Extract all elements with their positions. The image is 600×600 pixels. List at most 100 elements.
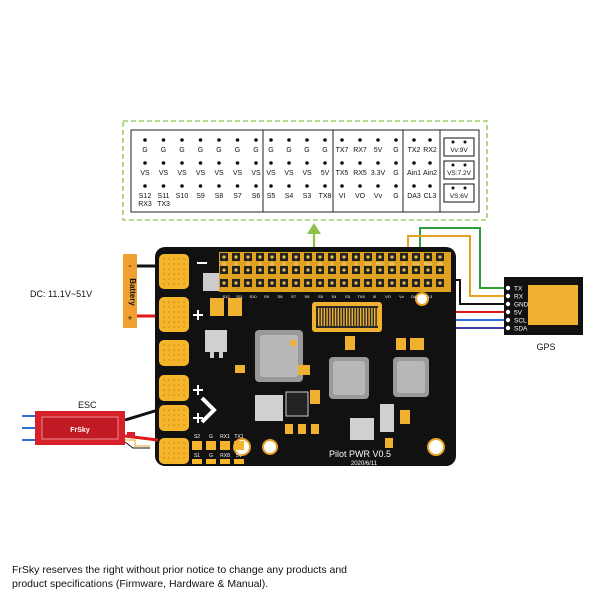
pad-via	[173, 278, 175, 280]
board-date: 2020/6/11	[351, 461, 378, 467]
pad-via	[178, 447, 180, 449]
pin-dot	[340, 161, 344, 165]
silk-arrow	[200, 396, 217, 424]
pin-dot	[287, 138, 291, 142]
regulator-chip	[255, 395, 283, 421]
pad-via	[178, 414, 180, 416]
pad-via	[168, 414, 170, 416]
pin-dot	[161, 161, 166, 165]
pin-dot	[180, 138, 184, 142]
pad-via	[168, 283, 170, 285]
header-pin-hole	[414, 281, 418, 285]
pad-via	[178, 389, 180, 391]
group3-row3-label: VO	[355, 193, 366, 200]
header-pin-hole	[294, 281, 298, 285]
header-label: G	[282, 261, 285, 266]
ribbon-pin	[371, 308, 373, 326]
pin-dot	[161, 184, 166, 188]
power-pad	[159, 438, 189, 464]
ribbon-pin	[360, 308, 362, 326]
group3-row2-label: RX5	[353, 170, 367, 177]
bottom-pad	[206, 441, 216, 450]
pin-dot	[451, 140, 455, 144]
group1-row2-label: VS	[140, 170, 150, 177]
ribbon-pin	[362, 308, 365, 326]
pad-via	[163, 268, 165, 270]
header-pin-hole	[246, 255, 250, 259]
header-pin-hole	[330, 281, 334, 285]
pad-via	[178, 457, 180, 459]
pad-via	[178, 419, 180, 421]
pad-via	[178, 301, 180, 303]
silk-label: Vv	[399, 294, 404, 299]
silk-label: S12	[222, 294, 230, 299]
pad-via	[163, 442, 165, 444]
power-pads	[159, 254, 207, 464]
pad-via	[173, 258, 175, 260]
pin-dot	[358, 138, 362, 142]
header-pin-hole	[318, 255, 322, 259]
group1-row3-label: S7	[233, 193, 242, 200]
group3-row3-label: G	[393, 193, 398, 200]
header-pin-hole	[234, 281, 238, 285]
group2-row1-label: G	[286, 147, 291, 154]
pad-via	[183, 442, 185, 444]
pin-dot	[358, 161, 362, 165]
pin-dot	[287, 161, 291, 165]
group2-row1-label: G	[268, 147, 273, 154]
group2-row3-label: S5	[267, 193, 276, 200]
pad-via	[183, 389, 185, 391]
dc-voltage-label: DC: 11.1V~51V	[30, 289, 92, 299]
pad-via	[183, 424, 185, 426]
group1-row3b-label: TX3	[157, 201, 170, 208]
pad-via	[173, 447, 175, 449]
wire-tx	[419, 227, 504, 289]
header-pin-hole	[330, 255, 334, 259]
header-pin-hole	[354, 255, 358, 259]
header-pin-hole	[402, 255, 406, 259]
group1-row3-label: S6	[252, 193, 261, 200]
pin-dot	[463, 186, 467, 190]
header-label: G	[294, 261, 297, 266]
header-label: RX2	[424, 261, 433, 266]
pad-via	[168, 326, 170, 328]
gps-antenna	[528, 285, 578, 325]
header-label: G	[306, 261, 309, 266]
pad-via	[163, 457, 165, 459]
header-label: G	[258, 261, 261, 266]
minus-mark	[197, 262, 207, 264]
gps-pin-label: GND	[514, 302, 529, 309]
header-pin-hole	[306, 281, 310, 285]
pad-via	[168, 379, 170, 381]
ribbon-pin	[365, 308, 367, 326]
silk-label: S7	[291, 294, 297, 299]
pad-via	[183, 394, 185, 396]
pad-via	[173, 301, 175, 303]
group1-row1-label: G	[216, 147, 221, 154]
header-pin-hole	[426, 268, 430, 272]
pad-via	[178, 344, 180, 346]
footer-line-2: product specifications (Firmware, Hardwa…	[12, 578, 269, 590]
pad-via	[173, 326, 175, 328]
header-label: G	[246, 261, 249, 266]
header-pin-hole	[306, 268, 310, 272]
pad-via	[173, 442, 175, 444]
header-label: G	[222, 261, 225, 266]
pad-via	[168, 442, 170, 444]
pad-via	[173, 283, 175, 285]
header-pin-hole	[258, 281, 262, 285]
header-pin-hole	[222, 255, 226, 259]
pad-via	[183, 414, 185, 416]
pad-via	[178, 394, 180, 396]
pad-via	[168, 344, 170, 346]
group1-row1-label: G	[253, 147, 258, 154]
gps-pin	[505, 317, 511, 323]
header-pin-hole	[318, 268, 322, 272]
bottom-pad	[220, 459, 230, 464]
gps-pin-label: RX	[514, 294, 524, 301]
ribbon-pin	[376, 308, 379, 326]
pin-dot	[198, 184, 203, 188]
pin-dot	[463, 140, 467, 144]
pin-dot	[376, 138, 380, 142]
bottom-pad	[220, 441, 230, 450]
